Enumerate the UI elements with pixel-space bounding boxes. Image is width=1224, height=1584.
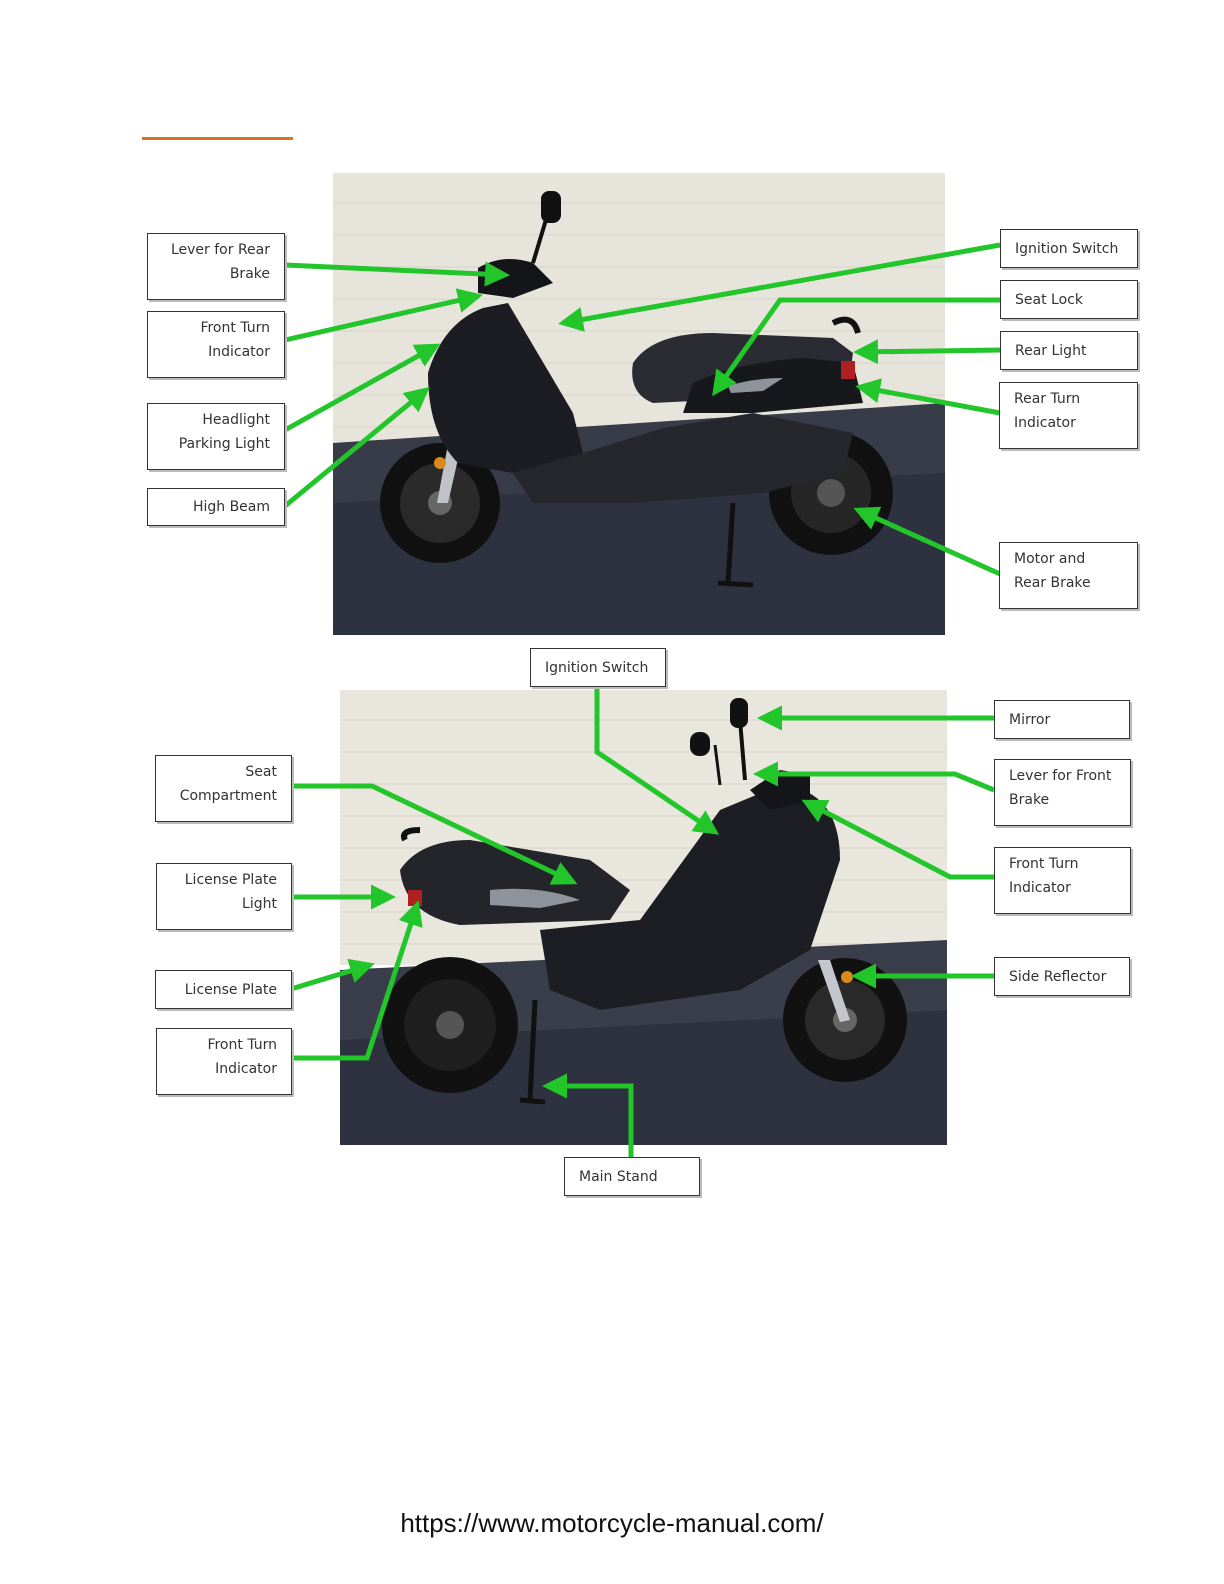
callout-motor-rear-brake: Motor and Rear Brake (999, 542, 1138, 609)
callout-lever-rear-brake: Lever for Rear Brake (147, 233, 285, 300)
callout-license-plate: License Plate (155, 970, 292, 1009)
scooter-left-side-photo (333, 173, 945, 635)
section-accent-rule (142, 137, 293, 140)
callout-mirror: Mirror (994, 700, 1130, 739)
callout-high-beam: High Beam (147, 488, 285, 526)
footer-url[interactable]: https://www.motorcycle-manual.com/ (0, 1508, 1224, 1539)
callout-seat-lock: Seat Lock (1000, 280, 1138, 319)
callout-headlight-parking-light: Headlight Parking Light (147, 403, 285, 470)
callout-rear-turn-indicator: Rear Turn Indicator (999, 382, 1138, 449)
callout-front-turn-indicator-right: Front Turn Indicator (994, 847, 1131, 914)
callout-side-reflector: Side Reflector (994, 957, 1130, 996)
callout-front-turn-indicator-top: Front Turn Indicator (147, 311, 285, 378)
callout-rear-light: Rear Light (1000, 331, 1138, 370)
scooter-right-side-photo (340, 690, 947, 1145)
callout-ignition-switch-bottom: Ignition Switch (530, 648, 666, 687)
callout-ignition-switch-top: Ignition Switch (1000, 229, 1138, 268)
callout-lever-front-brake: Lever for Front Brake (994, 759, 1131, 826)
callout-front-turn-indicator-left: Front Turn Indicator (156, 1028, 292, 1095)
callout-seat-compartment: Seat Compartment (155, 755, 292, 822)
callout-license-plate-light: License Plate Light (156, 863, 292, 930)
callout-main-stand: Main Stand (564, 1157, 700, 1196)
